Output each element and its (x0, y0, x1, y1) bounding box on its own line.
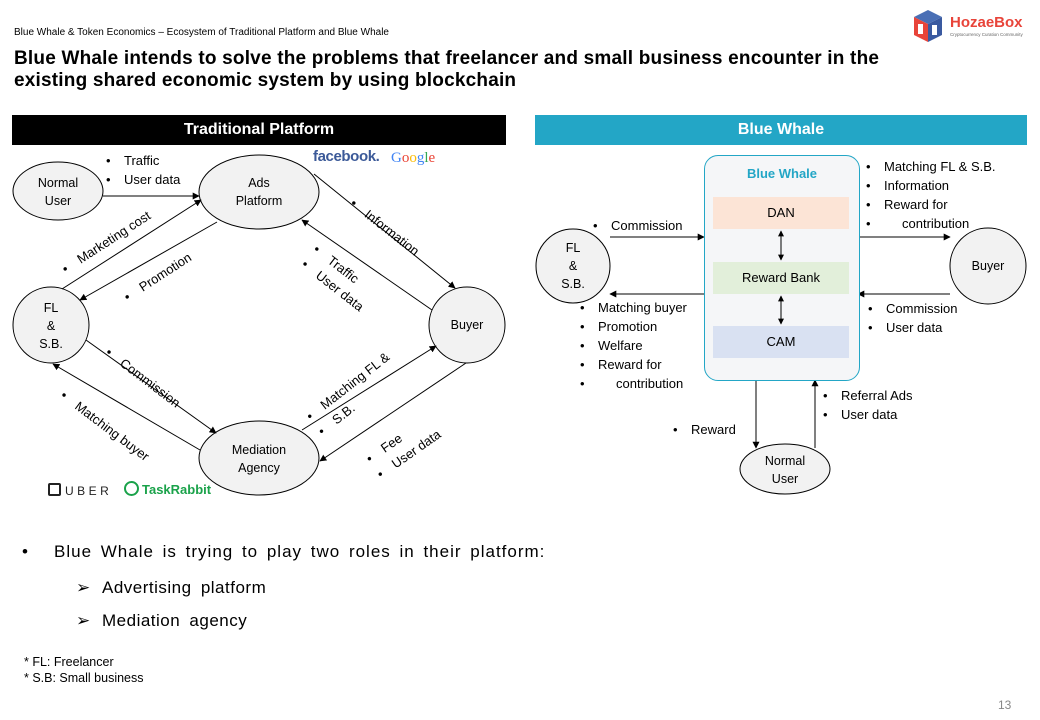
mediation-agency-node (198, 420, 320, 496)
breadcrumb: Blue Whale & Token Economics – Ecosystem… (14, 27, 389, 38)
arrow-fl-to-ads (61, 199, 202, 290)
fl-sb-label: FL&S.B. (39, 301, 63, 351)
bw-normal-user-node (739, 443, 831, 495)
page-number: 13 (998, 698, 1012, 712)
title-line-1: Blue Whale intends to solve the problems… (14, 48, 880, 69)
buyer-node (428, 286, 506, 364)
title-line-2: existing shared economic system by using… (14, 70, 517, 91)
taskrabbit-logo: TaskRabbit (124, 481, 211, 497)
bw-commission-label: Commission (593, 216, 683, 235)
bw-fl-sb-label: FL&S.B. (561, 241, 585, 291)
buyer-label: Buyer (450, 318, 484, 332)
arrow-bullet-icon: ➢ (76, 578, 91, 597)
bw-buyer-in-label: CommissionUser data (868, 299, 958, 337)
logo-name: HozaeBox (950, 14, 1023, 31)
footnote-sb: * S.B: Small business (24, 671, 144, 685)
logo-tagline: Cryptocurrency Curation Community (950, 32, 1023, 37)
arrow-buyer-to-mediation (319, 362, 467, 462)
google-logo: Google (391, 150, 436, 166)
arrow-buyer-to-ads (301, 219, 433, 311)
normal-user-node (12, 161, 104, 221)
arrow-bullet-icon: ➢ (76, 611, 91, 630)
footnote-fl: * FL: Freelancer (24, 655, 114, 669)
bw-buyer-out-label: Matching FL & S.B. Information Reward fo… (866, 157, 996, 233)
arrow-mediation-to-fl (52, 363, 201, 451)
bw-panel-title: Blue Whale (746, 166, 818, 181)
uber-logo: UBER (48, 483, 112, 498)
reward-bank-box: Reward Bank (713, 262, 849, 294)
sub-bullet-mediation: ➢Mediation agency (76, 611, 248, 630)
bw-fl-out-label: Matching buyer Promotion Welfare Reward … (580, 298, 687, 393)
traffic-userdata-label: TrafficUser data (106, 151, 180, 189)
ads-platform-node (198, 154, 320, 230)
sub-bullet-advertising: ➢Advertising platform (76, 578, 267, 597)
footnotes: * FL: Freelancer * S.B: Small business (24, 654, 144, 686)
uber-mark-icon (48, 483, 61, 496)
bw-reward-label: Reward (673, 420, 736, 439)
bw-user-in-label: Referral AdsUser data (823, 386, 913, 424)
bw-buyer-label: Buyer (971, 259, 1005, 273)
cube-logo-icon (914, 10, 942, 42)
facebook-logo: facebook. (313, 148, 380, 165)
hozaebox-logo: HozaeBox Cryptocurrency Curation Communi… (912, 8, 1032, 48)
fl-sb-node (12, 286, 90, 364)
main-bullet: •Blue Whale is trying to play two roles … (22, 542, 546, 561)
blue-whale-header: Blue Whale (535, 115, 1027, 145)
arrow-ads-to-fl (79, 221, 218, 301)
page-title: Blue Whale intends to solve the problems… (14, 48, 994, 92)
cam-box: CAM (713, 326, 849, 358)
taskrabbit-mark-icon (124, 481, 139, 496)
traditional-platform-header: Traditional Platform (12, 115, 506, 145)
bw-fl-sb-node (535, 228, 611, 304)
bw-inner-arrows (778, 230, 784, 325)
blue-whale-panel: Blue Whale DAN Reward Bank CAM (704, 155, 860, 381)
dan-box: DAN (713, 197, 849, 229)
